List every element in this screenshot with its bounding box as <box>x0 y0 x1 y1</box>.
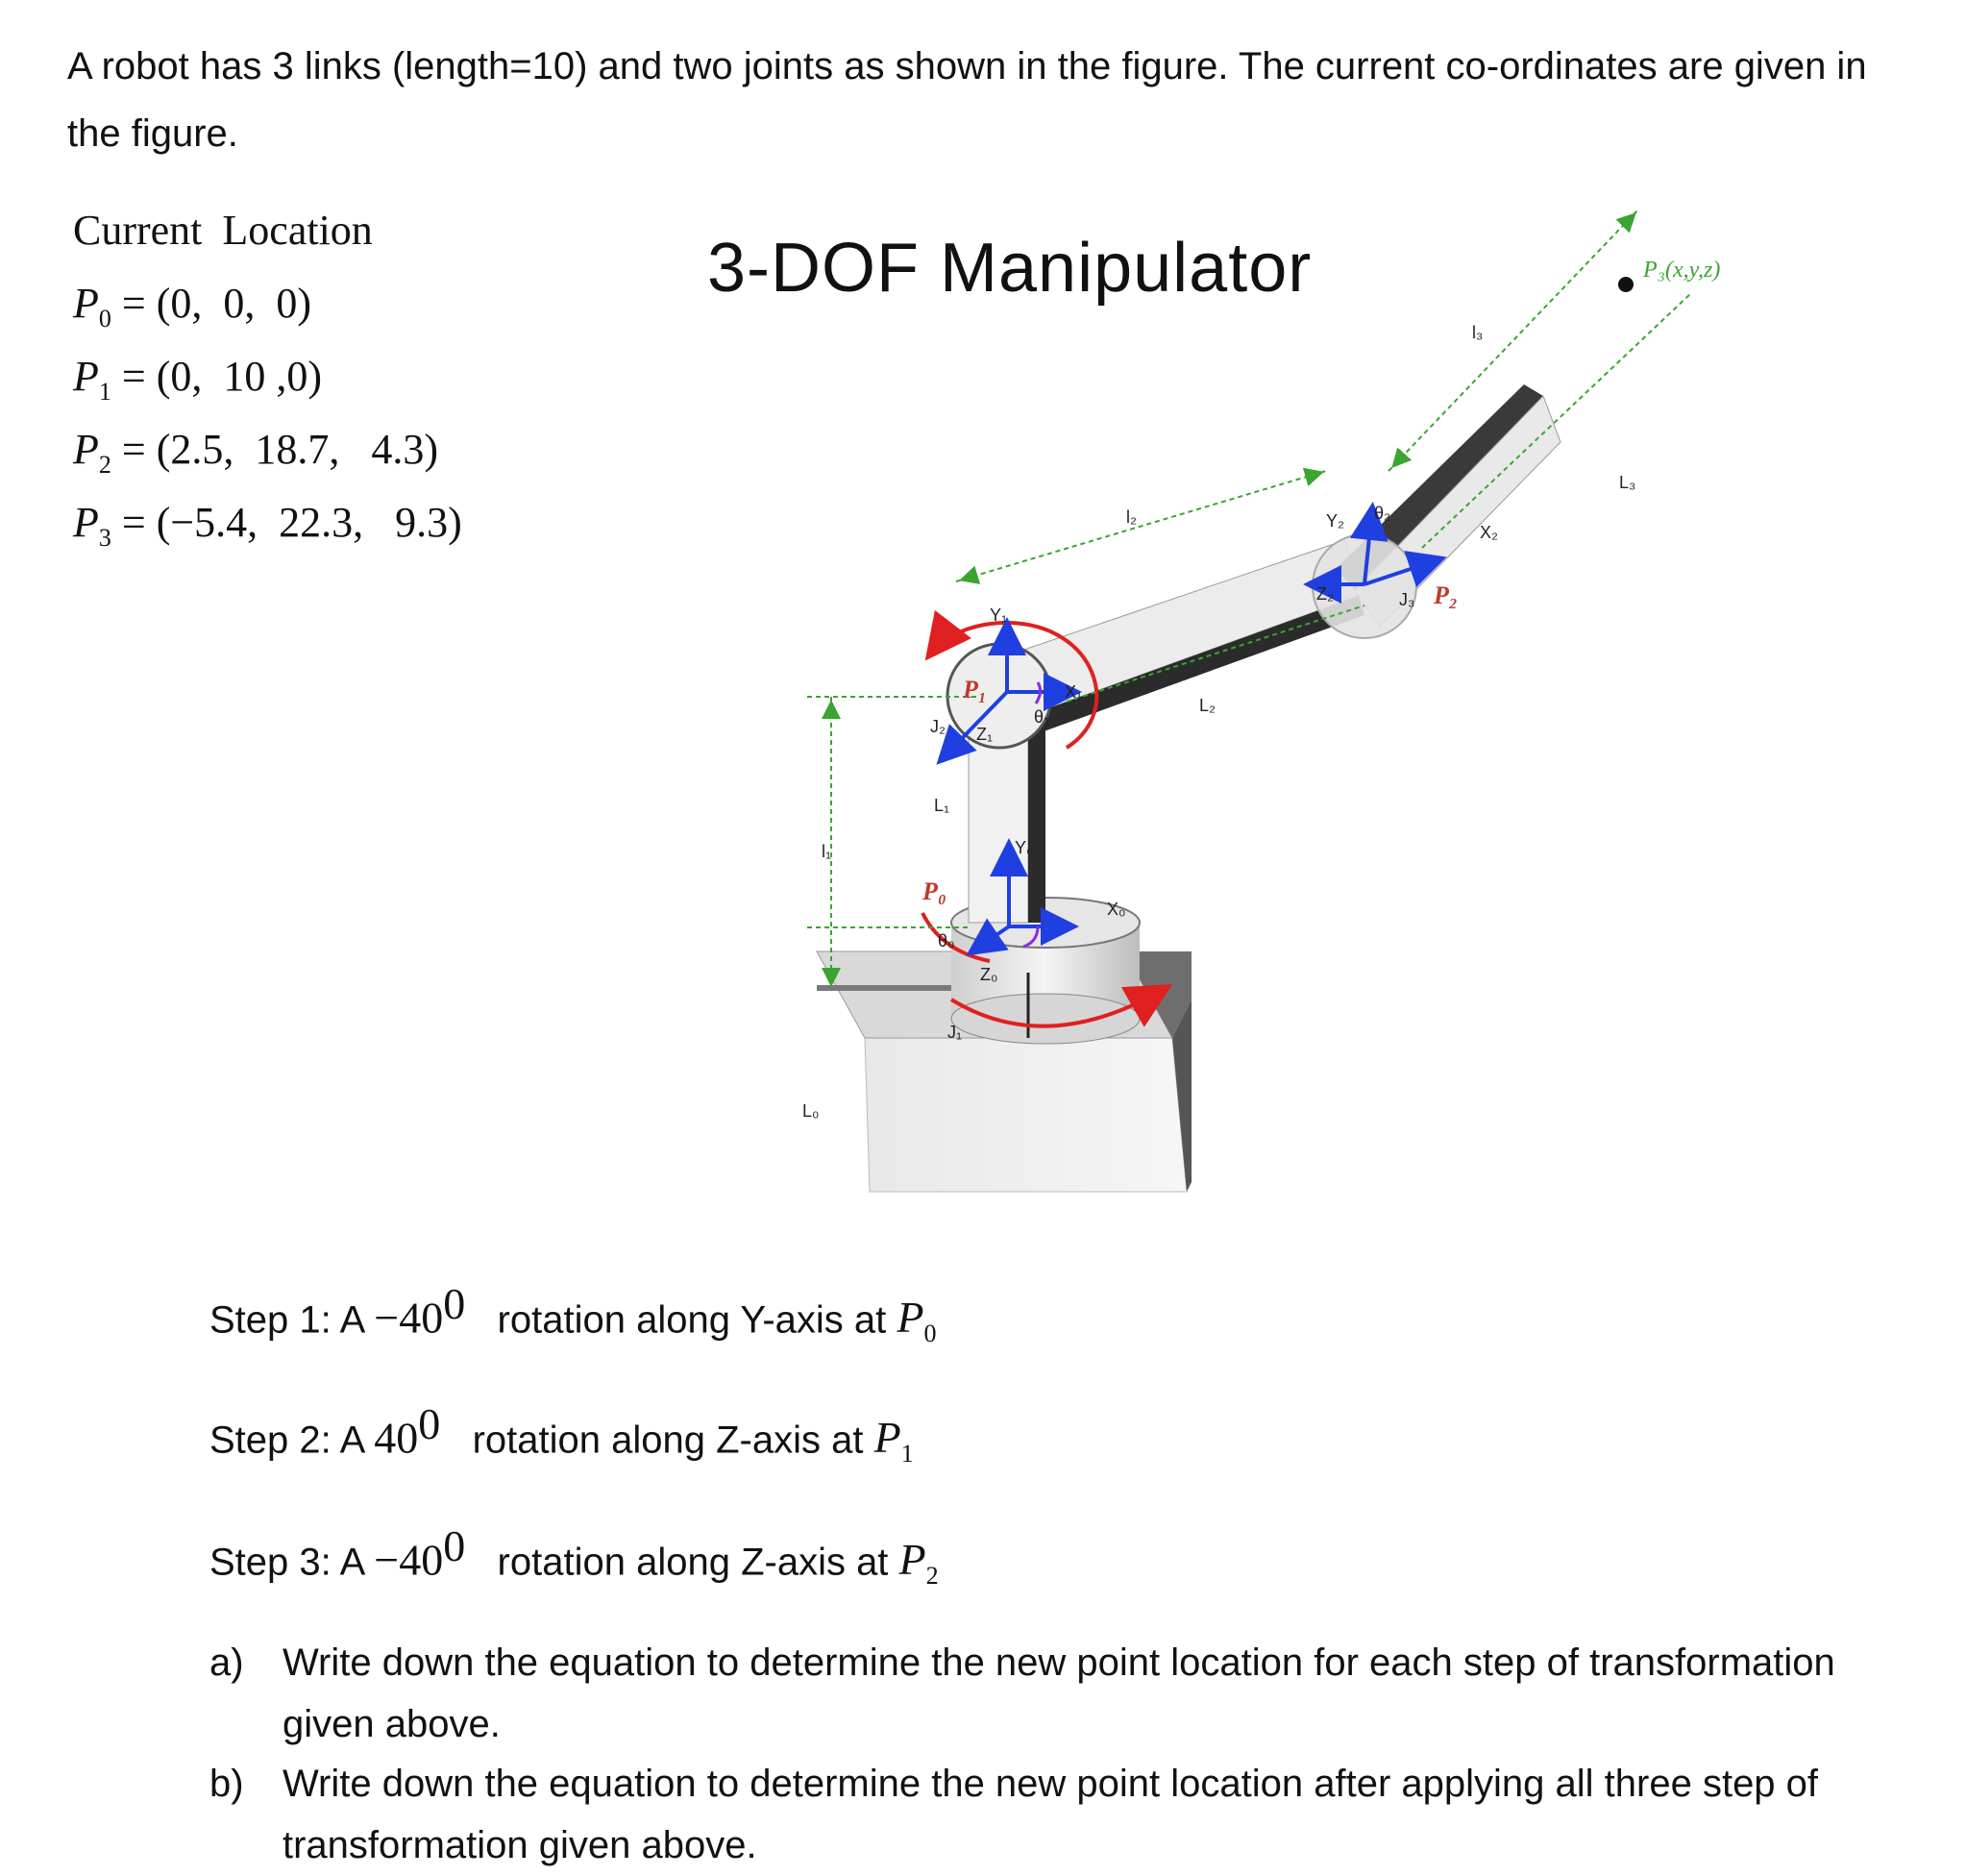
step-degree: 0 <box>443 1279 466 1328</box>
question-text: Write down the equation to determine the… <box>283 1642 1835 1745</box>
step-prefix: Step 1: A <box>209 1298 375 1342</box>
L2-label: L₂ <box>1199 696 1216 715</box>
point-sub: 1 <box>98 377 111 406</box>
Z1-label: Z₁ <box>976 725 993 744</box>
theta1-arc <box>1034 681 1043 704</box>
point-sub: 2 <box>98 450 111 479</box>
Z2-label: Z₂ <box>1316 584 1334 604</box>
location-title: Current Location <box>73 207 373 254</box>
theta1-label: θ₁ <box>1034 707 1049 727</box>
theta0-label: θ₀ <box>938 931 954 950</box>
step-text: rotation along Z-axis at <box>497 1541 899 1584</box>
figure-title: 3-DOF Manipulator <box>707 230 1313 307</box>
X1-label: X₁ <box>1065 682 1082 702</box>
step-angle: 40 <box>374 1413 419 1463</box>
point-p3: P3 = (−5.4, 22.3, 9.3) <box>73 498 462 553</box>
step-text: rotation along Z-axis at <box>472 1419 874 1462</box>
theta0-arc <box>1022 926 1040 949</box>
step-2: Step 2: A 400 rotation along Z-axis at P… <box>209 1398 914 1469</box>
step-text: rotation along Y-axis at <box>497 1298 897 1342</box>
L0-label: L₀ <box>802 1101 819 1121</box>
J3-label: J₃ <box>1399 590 1414 609</box>
base-rotation-arc-back <box>921 912 991 963</box>
step-point: P <box>898 1535 926 1585</box>
question-text: Write down the equation to determine the… <box>283 1763 1819 1866</box>
X2-label: X₂ <box>1480 523 1498 542</box>
link-2 <box>1018 539 1364 734</box>
point-sub: 3 <box>98 523 111 552</box>
point-p0: P0 = (0, 0, 0) <box>73 279 311 333</box>
joint-2-rotation-arc <box>924 609 1099 750</box>
link-1 <box>968 710 1045 924</box>
dimension-lines <box>807 209 1692 990</box>
J2-label: J₂ <box>930 717 946 736</box>
manipulator-figure: P₃(x,y,z) P₀ P₁ P₂ l₁ l₂ l₃ L₀ L₁ L₂ L₃ … <box>802 209 1720 1193</box>
point-label: P <box>73 280 99 327</box>
step-degree: 0 <box>418 1399 441 1448</box>
l3-label: l₃ <box>1472 323 1483 342</box>
point-sub: 0 <box>98 304 111 333</box>
point-p1: P1 = (0, 10 ,0) <box>73 352 322 407</box>
Y0-label: Y₀ <box>1015 838 1033 857</box>
p3-point <box>1618 277 1634 292</box>
l2-label: l₂ <box>1126 507 1137 527</box>
step-point-sub: 2 <box>925 1562 939 1591</box>
theta2-label: θ₂ <box>1374 504 1390 523</box>
step-angle: −40 <box>374 1535 444 1585</box>
question-label: b) <box>209 1763 244 1805</box>
l1-label: l₁ <box>822 842 831 861</box>
L1-label: L₁ <box>934 796 949 815</box>
step-angle: −40 <box>374 1293 444 1343</box>
step-point-sub: 1 <box>900 1440 914 1469</box>
step-prefix: Step 3: A <box>209 1541 375 1584</box>
point-label: P <box>73 426 99 473</box>
step-point: P <box>897 1293 924 1343</box>
X0-label: X₀ <box>1107 900 1125 919</box>
point-value: = (0, 0, 0) <box>121 280 312 327</box>
step-degree: 0 <box>443 1521 466 1570</box>
point-value: = (0, 10 ,0) <box>121 353 323 400</box>
p2-label: P₂ <box>1433 581 1458 609</box>
point-value: = (−5.4, 22.3, 9.3) <box>121 499 462 546</box>
Z0-label: Z₀ <box>980 965 997 984</box>
step-point-sub: 0 <box>923 1320 937 1348</box>
step-3: Step 3: A −400 rotation along Z-axis at … <box>209 1520 939 1592</box>
intro-text: A robot has 3 links (length=10) and two … <box>67 45 1867 155</box>
p1-label: P₁ <box>962 676 987 704</box>
coordinate-axes <box>936 502 1447 956</box>
Y1-label: Y₁ <box>990 605 1007 625</box>
Y2-label: Y₂ <box>1326 511 1344 531</box>
question-b: b) Write down the equation to determine … <box>209 1753 1920 1876</box>
question-label: a) <box>209 1642 244 1684</box>
point-p2: P2 = (2.5, 18.7, 4.3) <box>73 425 438 480</box>
step-point: P <box>873 1413 901 1463</box>
question-a: a) Write down the equation to determine … <box>209 1632 1920 1755</box>
base-rotation-arc <box>949 984 1173 1028</box>
point-label: P <box>73 353 99 400</box>
point-label: P <box>73 499 99 546</box>
point-value: = (2.5, 18.7, 4.3) <box>121 426 439 473</box>
step-1: Step 1: A −400 rotation along Y-axis at … <box>209 1278 937 1349</box>
p3-label: P₃(x,y,z) <box>1642 258 1720 283</box>
step-prefix: Step 2: A <box>209 1419 375 1462</box>
p0-label: P₀ <box>922 877 946 905</box>
J1-label: J₁ <box>947 1023 962 1042</box>
L3-label: L₃ <box>1619 473 1635 492</box>
